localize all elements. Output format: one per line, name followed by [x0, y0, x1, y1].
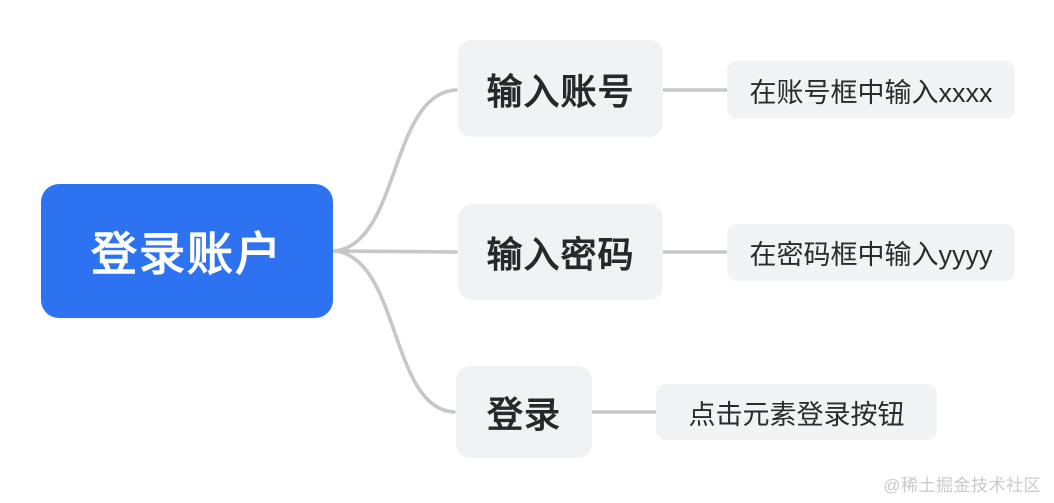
node-login-account[interactable]: 登录账户: [41, 184, 333, 318]
note-login-detail[interactable]: 点击元素登录按钮: [656, 384, 937, 440]
watermark: @稀土掘金技术社区: [883, 476, 1041, 495]
edge-root-to-enter-account: [333, 88, 458, 253]
edge-root-to-login: [333, 249, 456, 414]
edge-root-to-enter-password: [333, 249, 458, 254]
note-enter-account-detail[interactable]: 在账号框中输入xxxx: [727, 61, 1015, 119]
node-login[interactable]: 登录: [456, 366, 592, 458]
node-enter-password[interactable]: 输入密码: [458, 204, 663, 300]
note-enter-password-detail[interactable]: 在密码框中输入yyyy: [727, 224, 1015, 281]
node-enter-account[interactable]: 输入账号: [458, 40, 663, 137]
